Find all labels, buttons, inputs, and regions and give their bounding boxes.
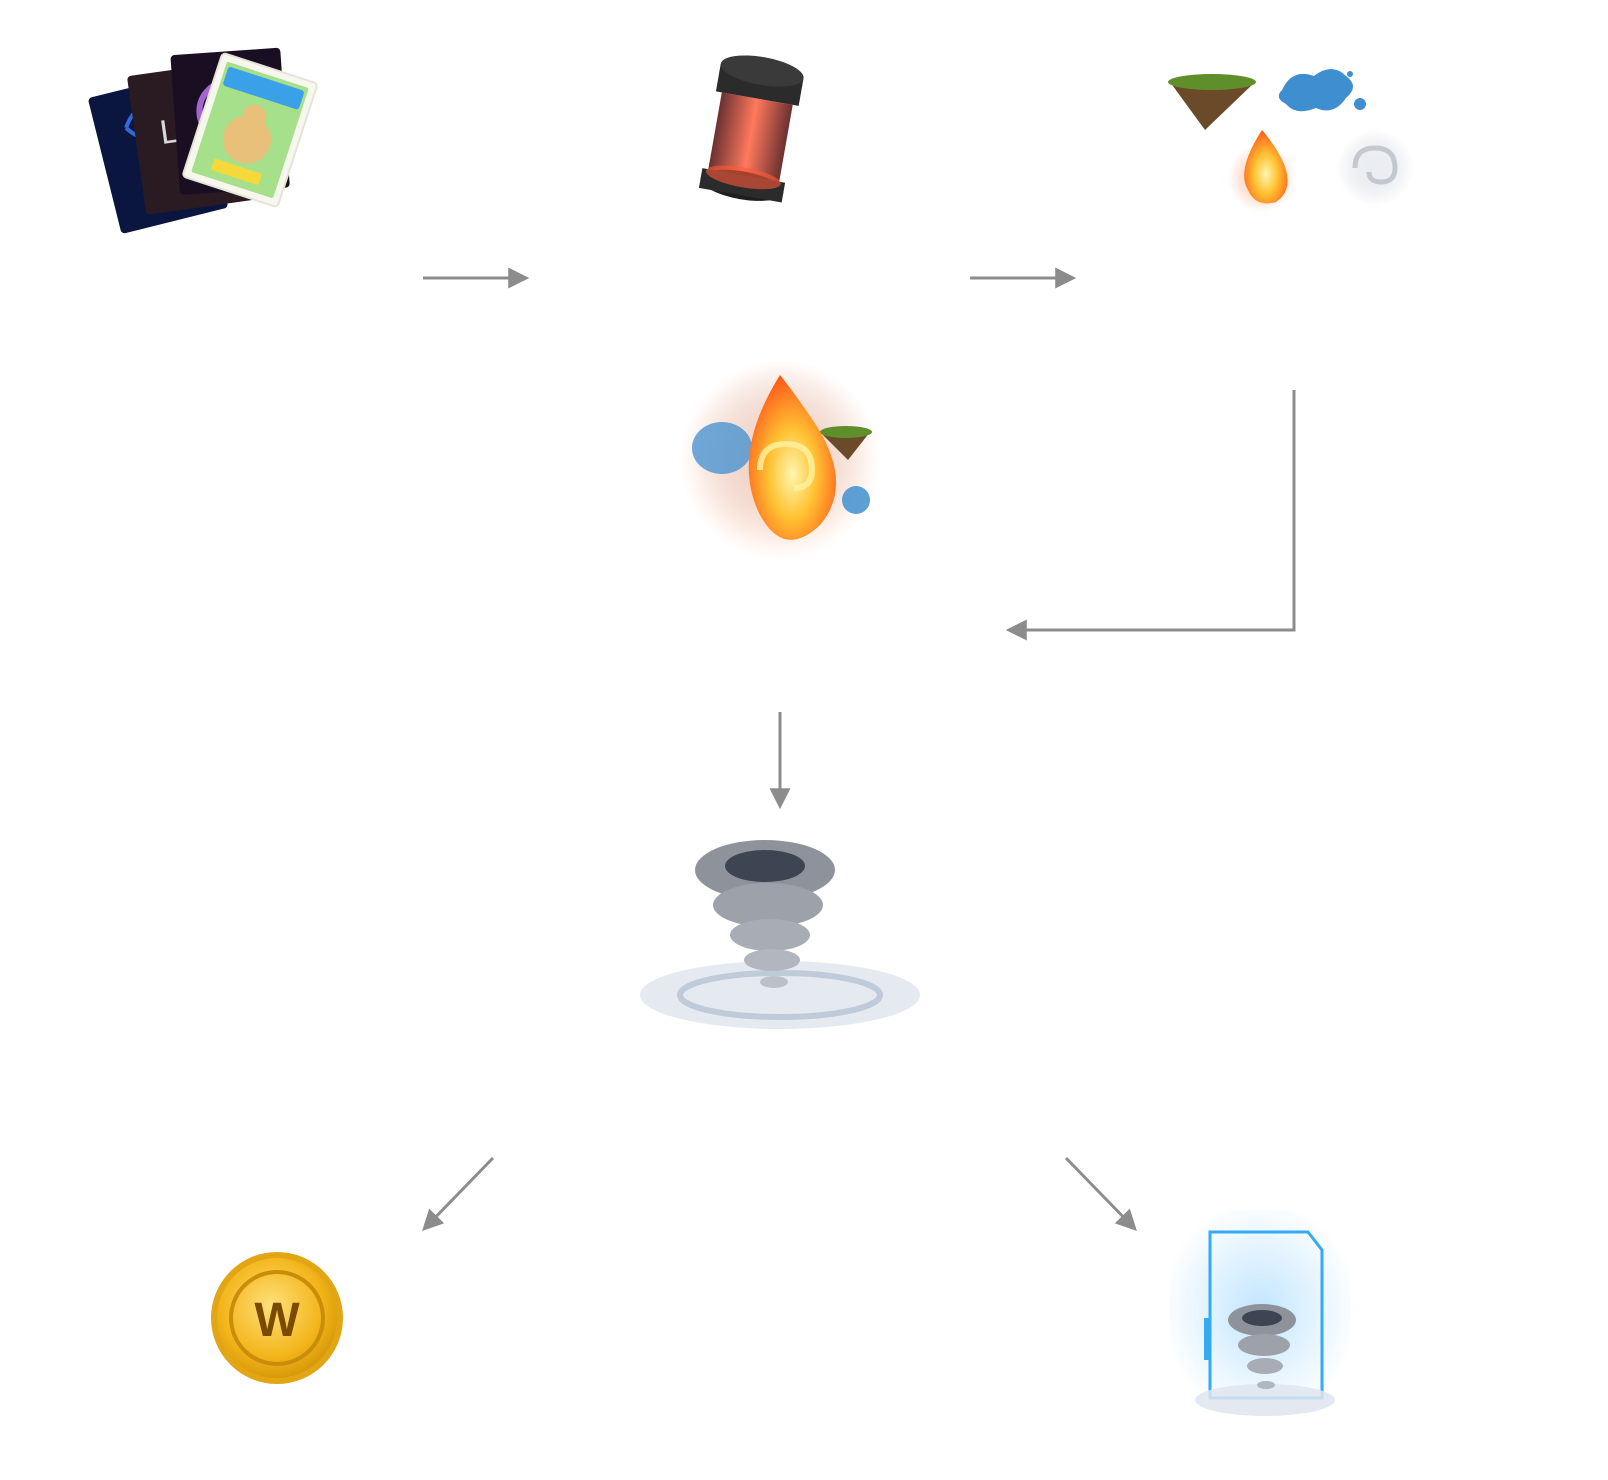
capsule-node xyxy=(698,55,804,203)
trading-cards-icon: Lʌ xyxy=(88,47,318,234)
tornado-icon xyxy=(640,840,920,1029)
tornado-card-icon xyxy=(1170,1210,1350,1416)
nft-cards-node: Lʌ xyxy=(88,47,318,234)
wax-coin-icon: W xyxy=(211,1252,343,1384)
tornado-node xyxy=(640,840,920,1029)
earth-element-icon xyxy=(1168,74,1256,130)
wax-token-node: W xyxy=(211,1252,343,1384)
elements-node xyxy=(1168,69,1413,212)
glass-capsule-icon xyxy=(698,55,804,203)
arrow-elements-to-fusion xyxy=(1005,390,1296,641)
elemental-fusion-icon xyxy=(680,360,880,560)
fire-element-icon xyxy=(1228,130,1296,212)
wind-element-icon xyxy=(1337,130,1413,206)
arrow-tornado-to-card xyxy=(1064,1156,1137,1232)
tornado-card-node xyxy=(1170,1210,1350,1416)
four-elements-icon xyxy=(1168,69,1413,212)
element-fusion-node xyxy=(680,360,880,560)
water-element-icon xyxy=(1278,69,1366,112)
edges xyxy=(422,267,1296,1232)
arrow-tornado-to-wax xyxy=(422,1156,495,1232)
wax-coin-letter: W xyxy=(254,1294,300,1347)
